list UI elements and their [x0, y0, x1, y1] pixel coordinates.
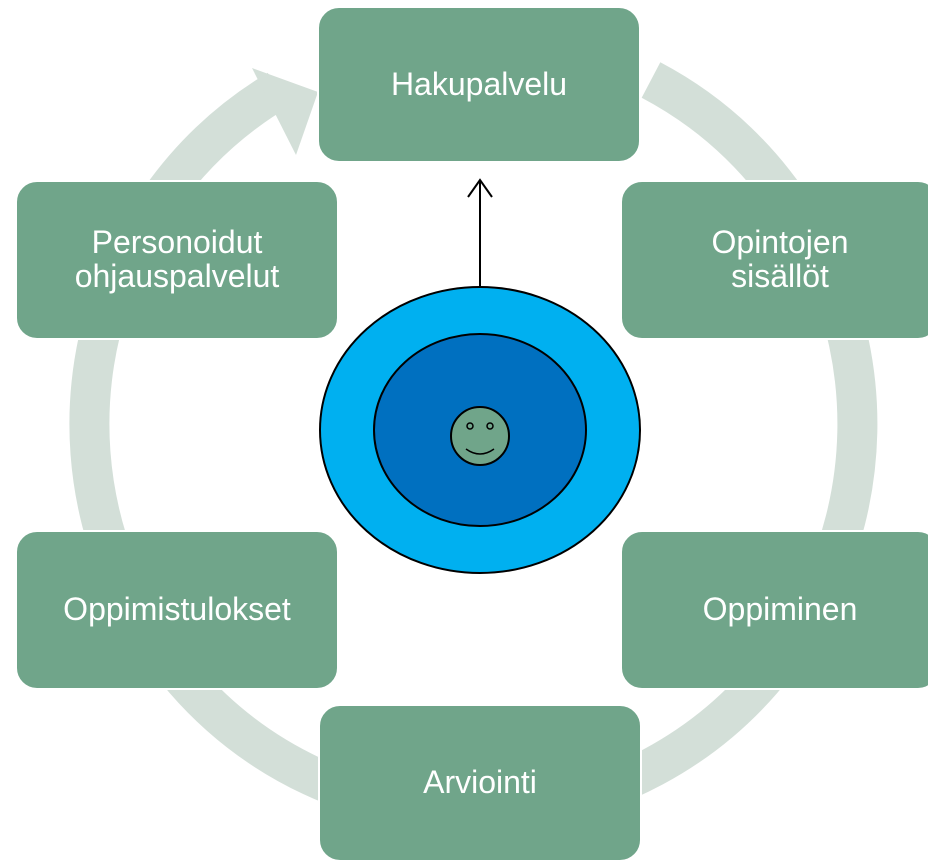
step-oppiminen: Oppiminen: [620, 530, 928, 690]
cycle-ring-arrowhead: [252, 68, 318, 155]
step-personoidut-ohjauspalvelut: Personoidut ohjauspalvelut: [15, 180, 339, 340]
step-arviointi: Arviointi: [318, 704, 642, 862]
step-label: Oppimistulokset: [63, 591, 291, 628]
step-hakupalvelu: Hakupalvelu: [317, 6, 641, 163]
step-oppimistulokset: Oppimistulokset: [15, 530, 339, 690]
step-label: Arviointi: [423, 764, 537, 801]
step-label: Oppiminen: [702, 591, 858, 628]
step-label: Personoidut ohjauspalvelut: [74, 224, 280, 294]
step-label: Hakupalvelu: [390, 65, 568, 102]
step-opintojen-sisallot: Opintojen sisällöt: [620, 180, 928, 340]
step-label: Opintojen sisällöt: [711, 224, 849, 294]
